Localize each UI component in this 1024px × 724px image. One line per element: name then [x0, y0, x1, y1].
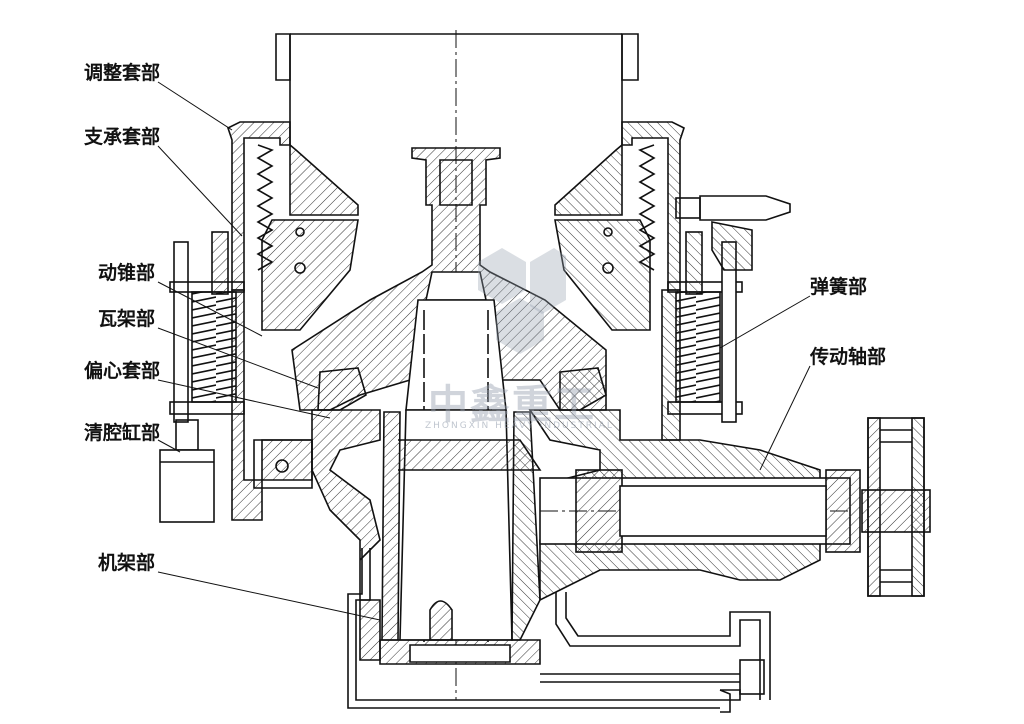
base-cover [379, 600, 541, 665]
drive-pulley [861, 417, 931, 597]
watermark-subtext: ZHONGXIN HEAVY INDUSTRIAL [425, 421, 614, 431]
feed-hopper [275, 33, 639, 145]
watermark-text: 中鑫重工 [428, 382, 596, 428]
label-spring: 弹簧部 [810, 276, 868, 298]
label-frame: 机架部 [98, 552, 156, 574]
spring-left [169, 231, 245, 423]
eccentric-bushing [381, 411, 542, 641]
oil-pipes [347, 548, 771, 713]
label-adjust-sleeve: 调整套部 [84, 62, 161, 84]
label-bowl-bearing: 瓦架部 [98, 308, 156, 330]
label-drive-shaft: 传动轴部 [810, 346, 887, 368]
spring-right [667, 231, 743, 423]
label-moving-cone: 动锥部 [98, 262, 156, 284]
label-cavity-cylinder: 清腔缸部 [84, 422, 161, 444]
socket-bearing [317, 367, 607, 411]
label-eccentric: 偏心套部 [84, 360, 161, 382]
countershaft [539, 469, 861, 553]
frame-bracket [253, 439, 313, 489]
hydraulic-fitting [675, 195, 791, 271]
clearing-cylinder [159, 419, 215, 523]
leader-lines [157, 81, 811, 621]
watermark-logo [478, 248, 566, 354]
label-support-sleeve: 支承套部 [84, 126, 161, 148]
bowl-liner [261, 143, 651, 331]
main-shaft [399, 299, 513, 660]
